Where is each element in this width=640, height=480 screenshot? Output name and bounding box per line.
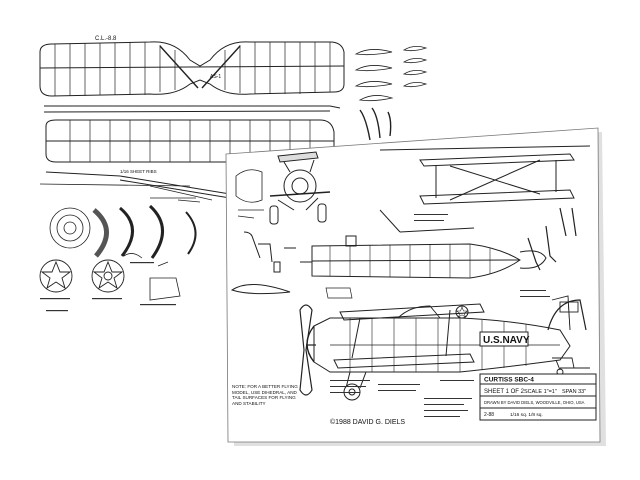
lower-wing-plan: 1/16 SHEET RIBS: [45, 119, 335, 199]
cowl-rings: [49, 197, 201, 259]
title-scale: SCALE 1"=1": [524, 389, 557, 395]
right-details: [551, 295, 590, 369]
small-parts: [39, 183, 213, 301]
top-wing-plan: C.L.-8.8 AS-1: [39, 36, 345, 97]
strut-details: [527, 207, 577, 271]
wing-strip: [43, 105, 341, 113]
navy-insignia: U.S.NAVY: [455, 305, 530, 347]
main-side-view: [306, 299, 587, 401]
back-sheet: C.L.-8.8 AS-1 1/: [39, 36, 428, 312]
wing-label: C.L.-8.8: [95, 36, 117, 42]
star-insignias: [39, 259, 125, 293]
title-drawn: DRAWN BY DAVID DIELS, WOODVILLE, OHIO, U…: [484, 400, 585, 405]
ribs-note: 1/16 SHEET RIBS: [120, 169, 157, 174]
fuselage-top-view: [300, 235, 547, 299]
navy-text: U.S.NAVY: [483, 335, 530, 346]
rib-templates: [354, 46, 428, 102]
front-drawing: U.S.NAVY CURTISS SBC-4 SHEET 1 OF 2 SCAL…: [230, 145, 597, 426]
side-fuselage-top: [235, 169, 264, 219]
title-date: 2-88: [484, 412, 494, 418]
title-name: CURTISS SBC-4: [484, 377, 534, 384]
front-view-biplane: [269, 151, 331, 225]
back-captions: [40, 262, 176, 312]
strut-parts: [359, 107, 392, 141]
title-span: SPAN 33": [562, 389, 586, 395]
center-label: AS-1: [210, 74, 221, 80]
title-block: CURTISS SBC-4 SHEET 1 OF 2 SCALE 1"=1" S…: [479, 373, 597, 421]
title-sheet: SHEET 1 OF 2: [484, 389, 525, 395]
front-sheet: [225, 127, 606, 446]
gear-parts: [230, 231, 296, 295]
notes-box: NOTE: FOR A BETTER FLYING MODEL, USE DIH…: [232, 384, 298, 406]
notes-block: NOTE: FOR A BETTER FLYING MODEL, USE DIH…: [232, 214, 550, 417]
side-view-biplane: [379, 145, 591, 233]
copyright-text: ©1988 DAVID G. DIELS: [330, 418, 405, 426]
title-extra: 1/16 sq. 1/8 sq.: [510, 412, 543, 418]
notes-text: NOTE: FOR A BETTER FLYING MODEL, USE DIH…: [232, 384, 298, 406]
